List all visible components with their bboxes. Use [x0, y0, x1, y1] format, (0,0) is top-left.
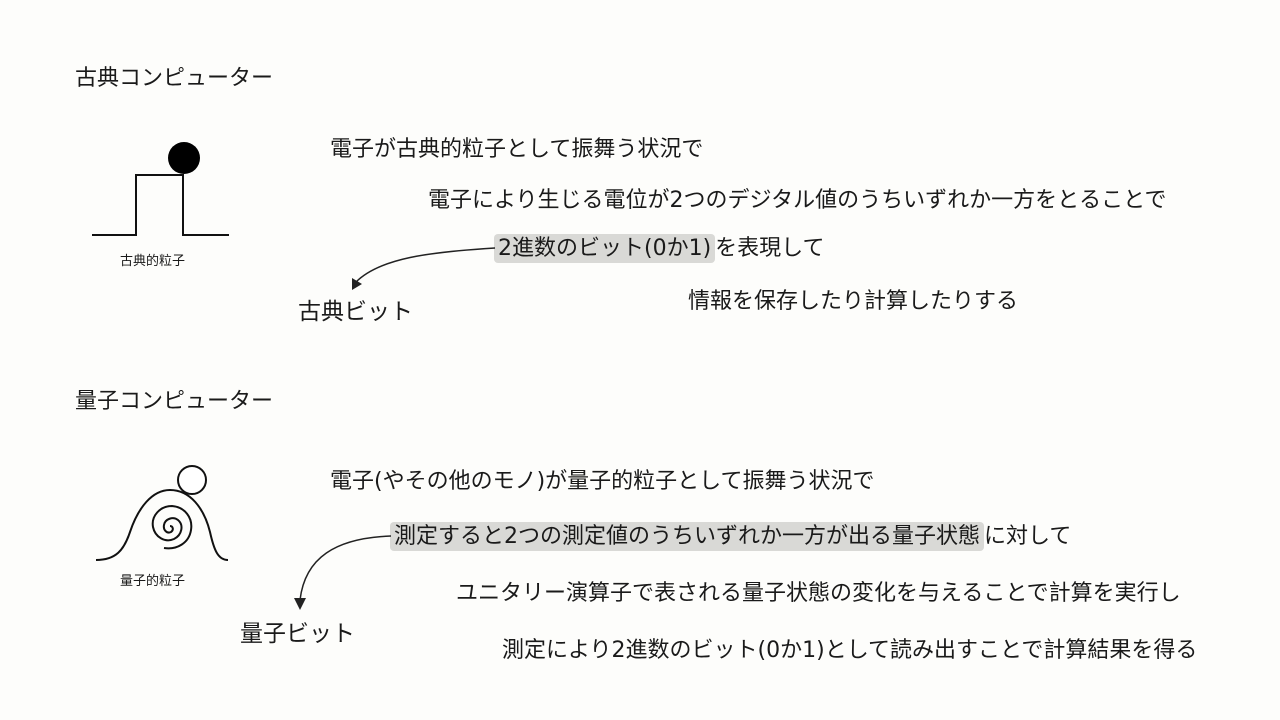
classical-bit-label: 古典ビット	[298, 299, 413, 325]
quantum-line-2: 測定すると2つの測定値のうちいずれか一方が出る量子状態に対して	[390, 518, 1072, 551]
quantum-line-2-rest: に対して	[984, 524, 1072, 549]
quantum-wave-outline	[95, 488, 229, 561]
classical-line-3: 2進数のビット(0か1)を表現して	[494, 230, 825, 263]
quantum-line-3: ユニタリー演算子で表される量子状態の変化を与えることで計算を実行し	[456, 581, 1181, 606]
classical-line-2: 電子により生じる電位が2つのデジタル値のうちいずれか一方をとることで	[428, 188, 1167, 213]
classical-bit-highlight: 2進数のビット(0か1)	[494, 234, 716, 263]
quantum-figure-caption: 量子的粒子	[120, 574, 186, 589]
classical-line-1: 電子が古典的粒子として振舞う状況で	[330, 137, 704, 162]
classical-particle-dot	[168, 142, 200, 174]
classical-figure-caption: 古典的粒子	[120, 254, 186, 269]
quantum-particle-figure	[95, 465, 229, 561]
quantum-spiral	[151, 504, 193, 550]
potential-step-line	[92, 174, 229, 236]
quantum-section-title: 量子コンピューター	[75, 389, 274, 414]
quantum-arrow	[294, 535, 392, 610]
quantum-line-4: 測定により2進数のビット(0か1)として読み出すことで計算結果を得る	[502, 638, 1198, 663]
classical-line-4: 情報を保存したり計算したりする	[688, 289, 1019, 314]
classical-particle-figure	[92, 142, 229, 236]
classical-arrow	[352, 247, 496, 290]
classical-section-title: 古典コンピューター	[75, 66, 274, 91]
quantum-state-highlight: 測定すると2つの測定値のうちいずれか一方が出る量子状態	[390, 522, 984, 551]
classical-line-3-rest: を表現して	[715, 236, 825, 261]
quantum-small-circle	[177, 465, 207, 495]
quantum-line-1: 電子(やその他のモノ)が量子的粒子として振舞う状況で	[330, 469, 875, 494]
quantum-bit-label: 量子ビット	[240, 621, 355, 647]
